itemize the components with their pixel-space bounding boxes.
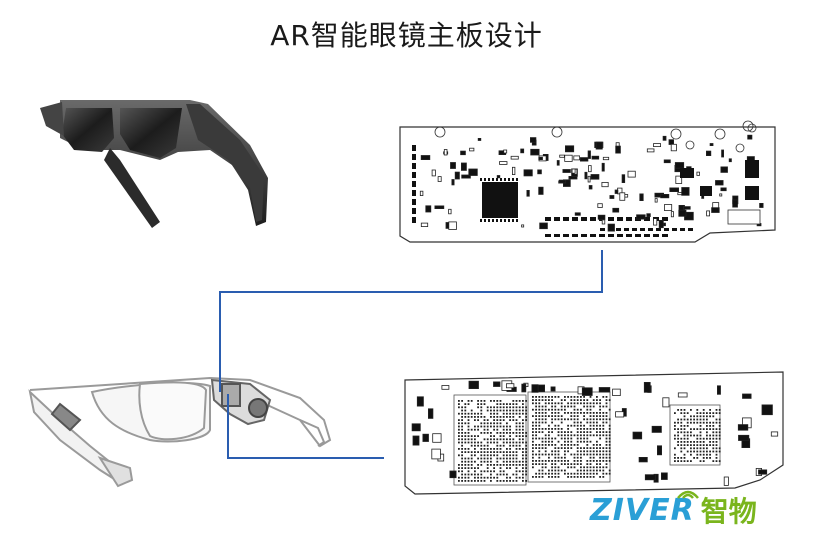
ar-glasses-frame-drawing — [28, 376, 332, 488]
page-title: AR智能眼镜主板设计 — [270, 19, 543, 52]
logo-wordmark: ZIVER — [590, 492, 695, 528]
pcb-board-bottom — [404, 371, 784, 495]
logo-chinese: 智物 — [700, 495, 757, 528]
pcb-board-top — [399, 120, 776, 243]
connector-line-bottom — [227, 394, 384, 459]
ar-glasses-photo — [40, 100, 268, 228]
ziver-logo: ZIVER 智物 — [590, 490, 757, 530]
logo-wifi-icon — [677, 490, 699, 499]
connector-line-top — [219, 250, 603, 392]
